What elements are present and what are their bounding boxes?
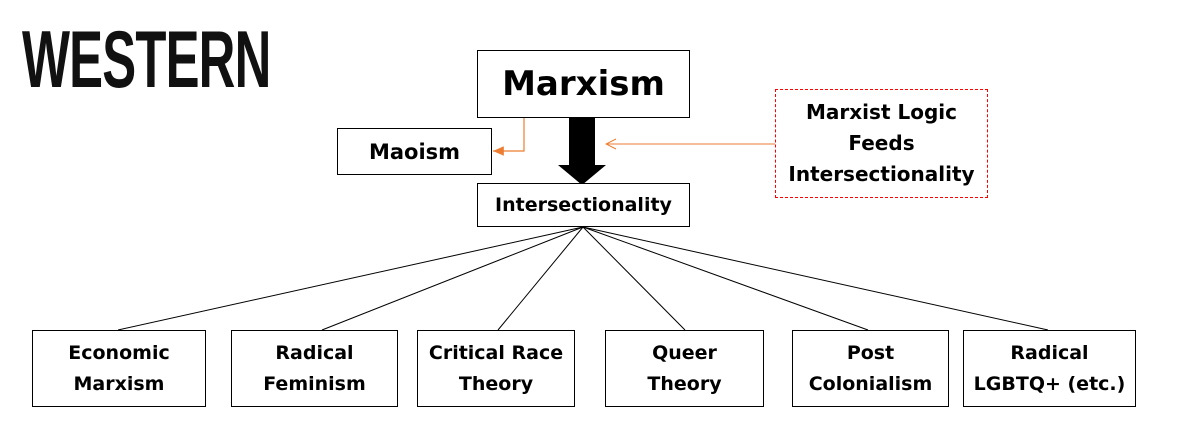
down-arrow xyxy=(558,117,606,185)
marxism-label: Marxism xyxy=(502,64,665,104)
western-title: WESTERN xyxy=(22,15,271,105)
leaf-line: Radical xyxy=(1010,341,1089,364)
note-line-3: Intersectionality xyxy=(788,162,975,186)
leaf-line: Theory xyxy=(647,372,722,395)
note-box: Marxist Logic Feeds Intersectionality xyxy=(775,89,988,198)
leaf-connectors xyxy=(117,226,1049,331)
intersectionality-label: Intersectionality xyxy=(495,194,672,216)
maoism-connector xyxy=(493,117,525,156)
leaf-line: Feminism xyxy=(263,372,366,395)
leaf-line: Critical Race xyxy=(428,341,564,364)
leaf-line: Queer xyxy=(652,341,717,364)
intersectionality-box: Intersectionality xyxy=(477,183,690,227)
marxism-box: Marxism xyxy=(477,50,690,118)
leaf-line: Economic xyxy=(68,341,170,364)
note-line-1: Marxist Logic xyxy=(806,100,957,124)
leaf-line: Marxism xyxy=(73,372,165,395)
leaf-line: Radical xyxy=(275,341,354,364)
leaf-line: Theory xyxy=(458,372,534,395)
leaf-line: LGBTQ+ (etc.) xyxy=(973,372,1126,395)
maoism-label: Maoism xyxy=(368,139,461,164)
leaf-line: Colonialism xyxy=(808,372,933,395)
note-line-2: Feeds xyxy=(848,131,915,155)
leaf-line: Post xyxy=(846,341,895,364)
maoism-box: Maoism xyxy=(337,128,492,175)
